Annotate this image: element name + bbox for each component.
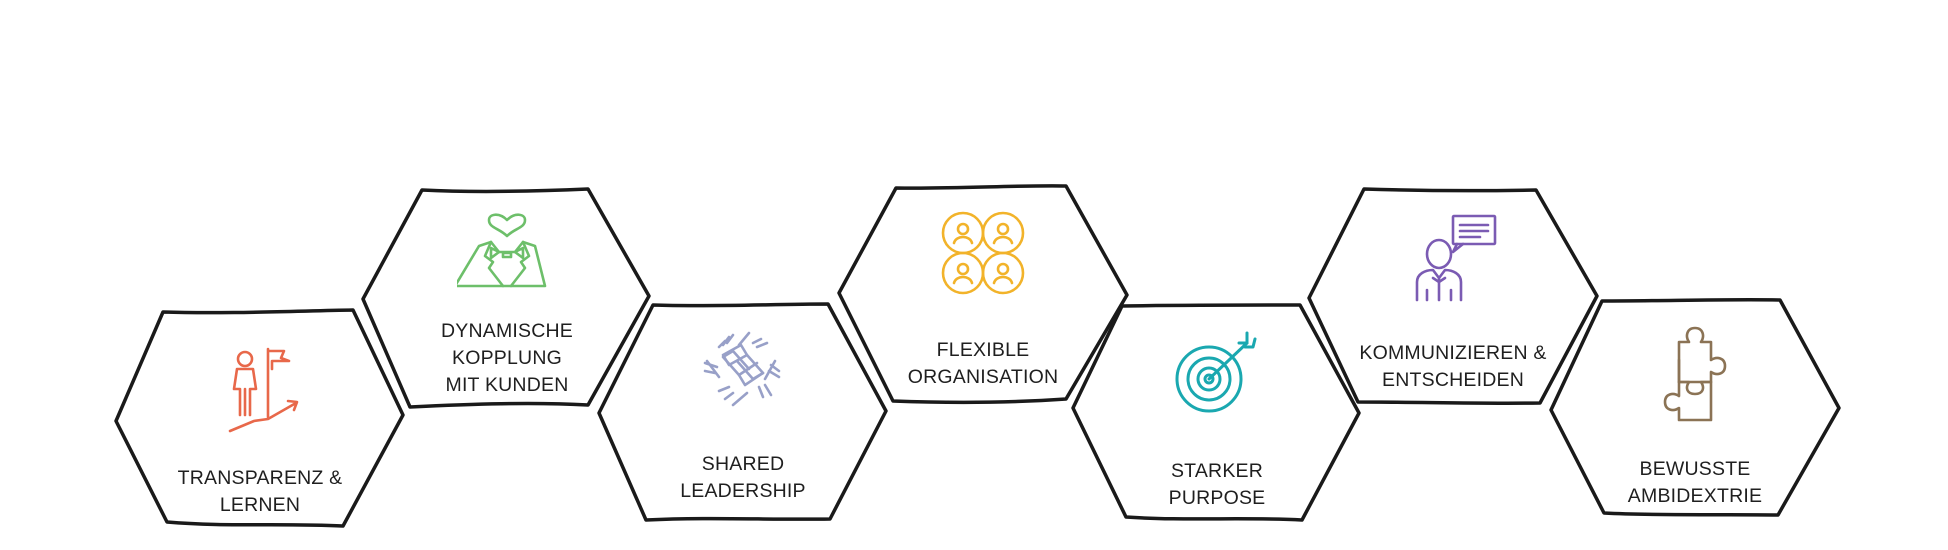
label-line: ORGANISATION [907, 366, 1059, 388]
hexagon-bewusste-ambidextrie: BEWUSSTE AMBIDEXTRIE [1549, 297, 1841, 518]
hexagon-outline [114, 308, 405, 528]
hexagon-outline [1071, 303, 1361, 522]
hexagon-label: FLEXIBLE ORGANISATION [858, 337, 1108, 391]
label-line: DYNAMISCHE [440, 320, 574, 342]
hexagon-label: TRANSPARENZ & LERNEN [135, 465, 385, 519]
hexagon-dynamische-kopplung: DYNAMISCHE KOPPLUNG MIT KUNDEN [361, 187, 652, 409]
puzzle-pieces-icon [1663, 326, 1727, 422]
hexagon-shared-leadership: SHARED LEADERSHIP [597, 302, 888, 523]
hexagon-flexible-organisation: FLEXIBLE ORGANISATION [837, 184, 1129, 405]
four-people-circles-icon [941, 211, 1025, 295]
hexagon-label: DYNAMISCHE KOPPLUNG MIT KUNDEN [382, 318, 632, 399]
label-line: PURPOSE [1168, 487, 1266, 509]
label-line: KOMMUNIZIEREN & [1359, 342, 1547, 364]
label-line: STARKER [1170, 460, 1264, 482]
label-line: MIT KUNDEN [445, 374, 569, 396]
target-arrow-icon [1175, 331, 1257, 413]
person-flag-growth-icon [228, 347, 299, 433]
hexagon-outline [1549, 297, 1841, 517]
hexagon-outline [597, 302, 888, 522]
person-speech-bubble-icon [1415, 214, 1497, 302]
label-line: FLEXIBLE [936, 339, 1030, 361]
label-line: LEADERSHIP [680, 480, 806, 502]
label-line: TRANSPARENZ & [177, 467, 343, 489]
hexagon-outline [361, 187, 651, 409]
label-line: SHARED [701, 453, 785, 475]
label-line: AMBIDEXTRIE [1627, 485, 1763, 507]
label-line: BEWUSSTE [1639, 458, 1751, 480]
suit-heart-icon [457, 213, 547, 288]
hexagon-starker-purpose: STARKER PURPOSE [1071, 303, 1362, 523]
hexagon-kommunizieren-entscheiden: KOMMUNIZIEREN & ENTSCHEIDEN [1307, 187, 1599, 408]
hexagon-outline [837, 184, 1129, 405]
hexagon-label: BEWUSSTE AMBIDEXTRIE [1570, 456, 1820, 510]
label-line: ENTSCHEIDEN [1382, 369, 1524, 391]
hexagon-label: KOMMUNIZIEREN & ENTSCHEIDEN [1328, 340, 1578, 394]
label-line: KOPPLUNG [452, 347, 562, 369]
hexagon-outline [1307, 187, 1599, 406]
hexagon-label: STARKER PURPOSE [1092, 458, 1342, 512]
interlocked-hands-icon [703, 331, 781, 407]
hexagon-transparenz-lernen: TRANSPARENZ & LERNEN [114, 308, 405, 529]
label-line: LERNEN [219, 494, 301, 516]
hexagon-label: SHARED LEADERSHIP [618, 451, 868, 505]
